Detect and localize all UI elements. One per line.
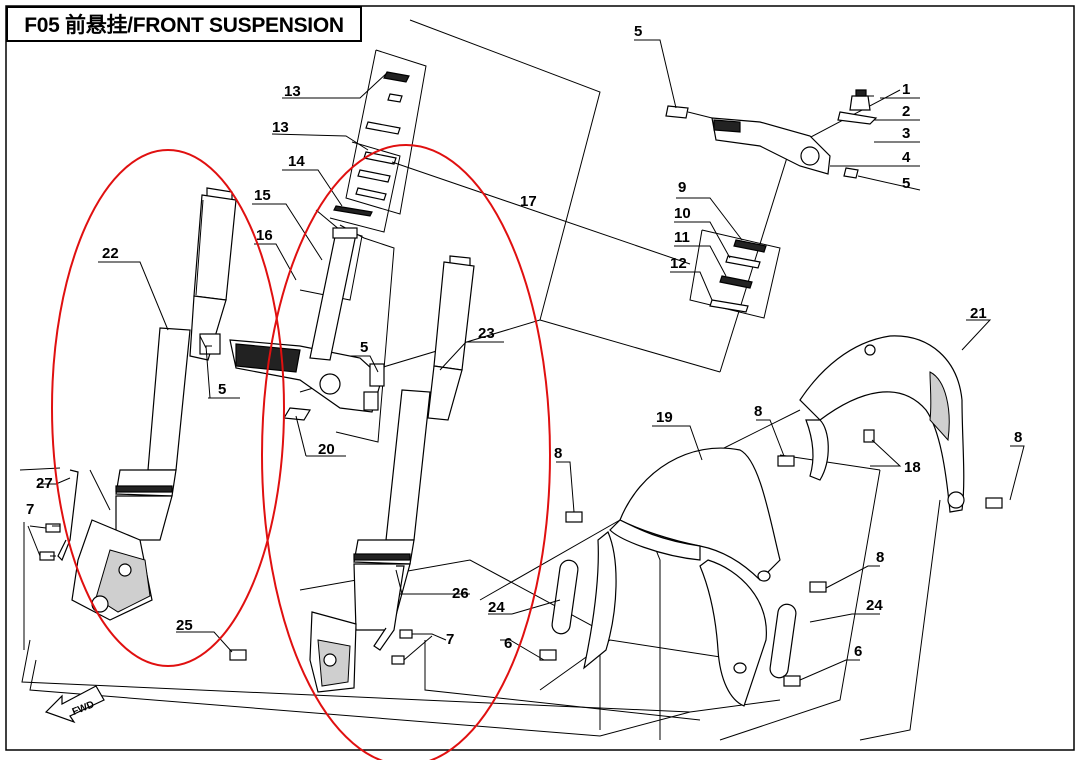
callout-25: 25 xyxy=(176,617,193,634)
callout-15: 15 xyxy=(254,187,271,204)
callout-13: 13 xyxy=(284,83,301,100)
highlight-left-fork xyxy=(51,149,285,667)
bolts xyxy=(539,429,1003,687)
callout-8: 8 xyxy=(876,549,884,566)
hugger xyxy=(799,335,965,513)
bearing-stack xyxy=(709,239,767,313)
callout-23: 23 xyxy=(478,325,495,342)
callout-12: 12 xyxy=(670,255,687,272)
callout-6: 6 xyxy=(854,643,862,660)
callout-8: 8 xyxy=(554,445,562,462)
stem-bearings xyxy=(333,71,410,217)
callout-4: 4 xyxy=(902,149,911,166)
callout-16: 16 xyxy=(256,227,273,244)
callout-2: 2 xyxy=(902,103,910,120)
callout-3: 3 xyxy=(902,125,910,142)
leader-lines xyxy=(27,39,1025,681)
callout-26: 26 xyxy=(452,585,469,602)
callout-14: 14 xyxy=(288,153,305,170)
callout-20: 20 xyxy=(318,441,335,458)
callout-10: 10 xyxy=(674,205,691,222)
callout-5: 5 xyxy=(218,381,226,398)
callout-18: 18 xyxy=(904,459,921,476)
callout-19: 19 xyxy=(656,409,673,426)
diagram-title-box: F05 前悬挂/FRONT SUSPENSION xyxy=(6,6,362,42)
callout-9: 9 xyxy=(678,179,686,196)
callout-7: 7 xyxy=(26,501,34,518)
callout-5: 5 xyxy=(902,175,910,192)
page-title: F05 前悬挂/FRONT SUSPENSION xyxy=(24,14,344,37)
callout-5: 5 xyxy=(360,339,368,356)
lower-triple-clamp xyxy=(199,227,385,421)
callout-24: 24 xyxy=(866,597,883,614)
callout-8: 8 xyxy=(754,403,762,420)
left-fork-assembly xyxy=(39,187,247,661)
highlight-right-fork xyxy=(261,144,551,760)
front-fender xyxy=(551,447,797,707)
callout-22: 22 xyxy=(102,245,119,262)
callout-1: 1 xyxy=(902,81,910,98)
callout-27: 27 xyxy=(36,475,53,492)
callout-6: 6 xyxy=(504,635,512,652)
callout-21: 21 xyxy=(970,305,987,322)
right-fork-assembly xyxy=(309,255,475,693)
callout-13: 13 xyxy=(272,119,289,136)
callout-11: 11 xyxy=(674,229,690,246)
callout-17: 17 xyxy=(520,193,537,210)
callout-24: 24 xyxy=(488,599,505,616)
outer-frame xyxy=(5,5,1075,751)
callout-8: 8 xyxy=(1014,429,1022,446)
callout-5: 5 xyxy=(634,23,642,40)
fwd-arrow: FWD xyxy=(44,685,105,724)
callout-7: 7 xyxy=(446,631,454,648)
upper-triple-clamp xyxy=(665,89,878,179)
callout-labels: 1 2 3 4 5 5 5 5 6 6 7 7 8 8 8 8 9 10 11 … xyxy=(26,23,1022,660)
